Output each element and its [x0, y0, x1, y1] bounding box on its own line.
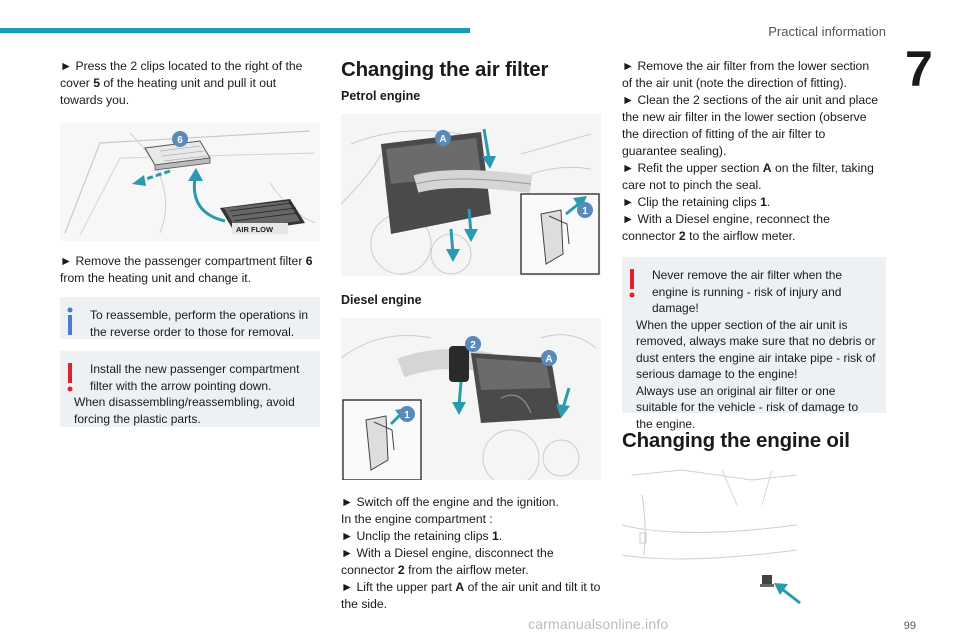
info-note: To reassemble, perform the operations in…	[60, 297, 320, 339]
air-filter-heading: Changing the air filter	[341, 58, 549, 81]
diesel-engine-figure: 2 A 1	[341, 318, 601, 480]
diesel-air-box-icon	[397, 346, 561, 423]
diesel-engine-heading: Diesel engine	[341, 293, 422, 307]
cabin-filter-figure: AIR FLOW 6	[60, 123, 320, 241]
section-title: Practical information	[768, 24, 886, 39]
page-number: 99	[903, 620, 916, 632]
air-filter-warning-note: Never remove the air filter when the eng…	[622, 257, 886, 431]
svg-text:AIR FLOW: AIR FLOW	[236, 225, 274, 234]
new-filter-icon: AIR FLOW	[220, 199, 305, 234]
engine-oil-heading: Changing the engine oil	[622, 429, 850, 452]
warning-icon	[67, 363, 73, 392]
step-engine-compartment: In the engine compartment :	[341, 512, 493, 526]
svg-text:1: 1	[404, 410, 410, 421]
badge-2	[465, 336, 481, 352]
step-switch-off: ► Switch off the engine and the ignition…	[341, 495, 559, 509]
warning-icon	[629, 269, 635, 298]
clip-inset-diesel: 1	[342, 399, 422, 480]
petrol-engine-figure: A 1	[341, 114, 601, 276]
badge-a	[435, 130, 451, 146]
step-disconnect: ► With a Diesel engine, disconnect the c…	[341, 546, 554, 577]
step-unclip: ► Unclip the retaining clips 1.	[341, 529, 503, 543]
column-2: Changing the air filter Petrol engine	[341, 58, 601, 613]
step-remove-air-filter: ► Remove the air filter from the lower s…	[622, 59, 870, 90]
svg-text:6: 6	[177, 135, 183, 146]
badge-6	[172, 131, 188, 147]
filter-removed-icon	[144, 140, 211, 171]
air-filter-steps: ► Switch off the engine and the ignition…	[341, 494, 601, 613]
drain-plug-icon	[760, 575, 774, 587]
step-remove-filter: ► Remove the passenger compartment filte…	[60, 254, 313, 285]
chapter-number: 7	[905, 41, 933, 97]
svg-text:A: A	[439, 134, 446, 145]
column-3: ► Remove the air filter from the lower s…	[622, 58, 886, 605]
header-accent-bar	[0, 28, 470, 33]
svg-text:1: 1	[582, 206, 588, 217]
petrol-engine-heading: Petrol engine	[341, 89, 421, 103]
step-refit-upper: ► Refit the upper section A on the filte…	[622, 161, 874, 192]
step-lift-upper: ► Lift the upper part A of the air unit …	[341, 580, 601, 611]
watermark: carmanualsonline.info	[528, 616, 669, 632]
step-press-clips: ► Press the 2 clips located to the right…	[60, 59, 303, 107]
engine-oil-figure	[622, 465, 802, 605]
step-clean-sections: ► Clean the 2 sections of the air unit a…	[622, 93, 878, 158]
warning-note: Install the new passenger compartment fi…	[60, 351, 320, 427]
info-icon	[67, 307, 73, 335]
air-box-icon	[381, 132, 533, 234]
column-1: ► Press the 2 clips located to the right…	[60, 58, 320, 427]
step-reconnect: ► With a Diesel engine, reconnect the co…	[622, 212, 830, 243]
clip-inset: 1	[520, 193, 600, 275]
badge-a-diesel	[541, 350, 557, 366]
svg-text:A: A	[545, 354, 552, 365]
svg-text:2: 2	[470, 340, 476, 351]
badge-1	[577, 202, 593, 218]
badge-1-diesel	[399, 406, 415, 422]
step-clip-clips: ► Clip the retaining clips 1.	[622, 195, 771, 209]
